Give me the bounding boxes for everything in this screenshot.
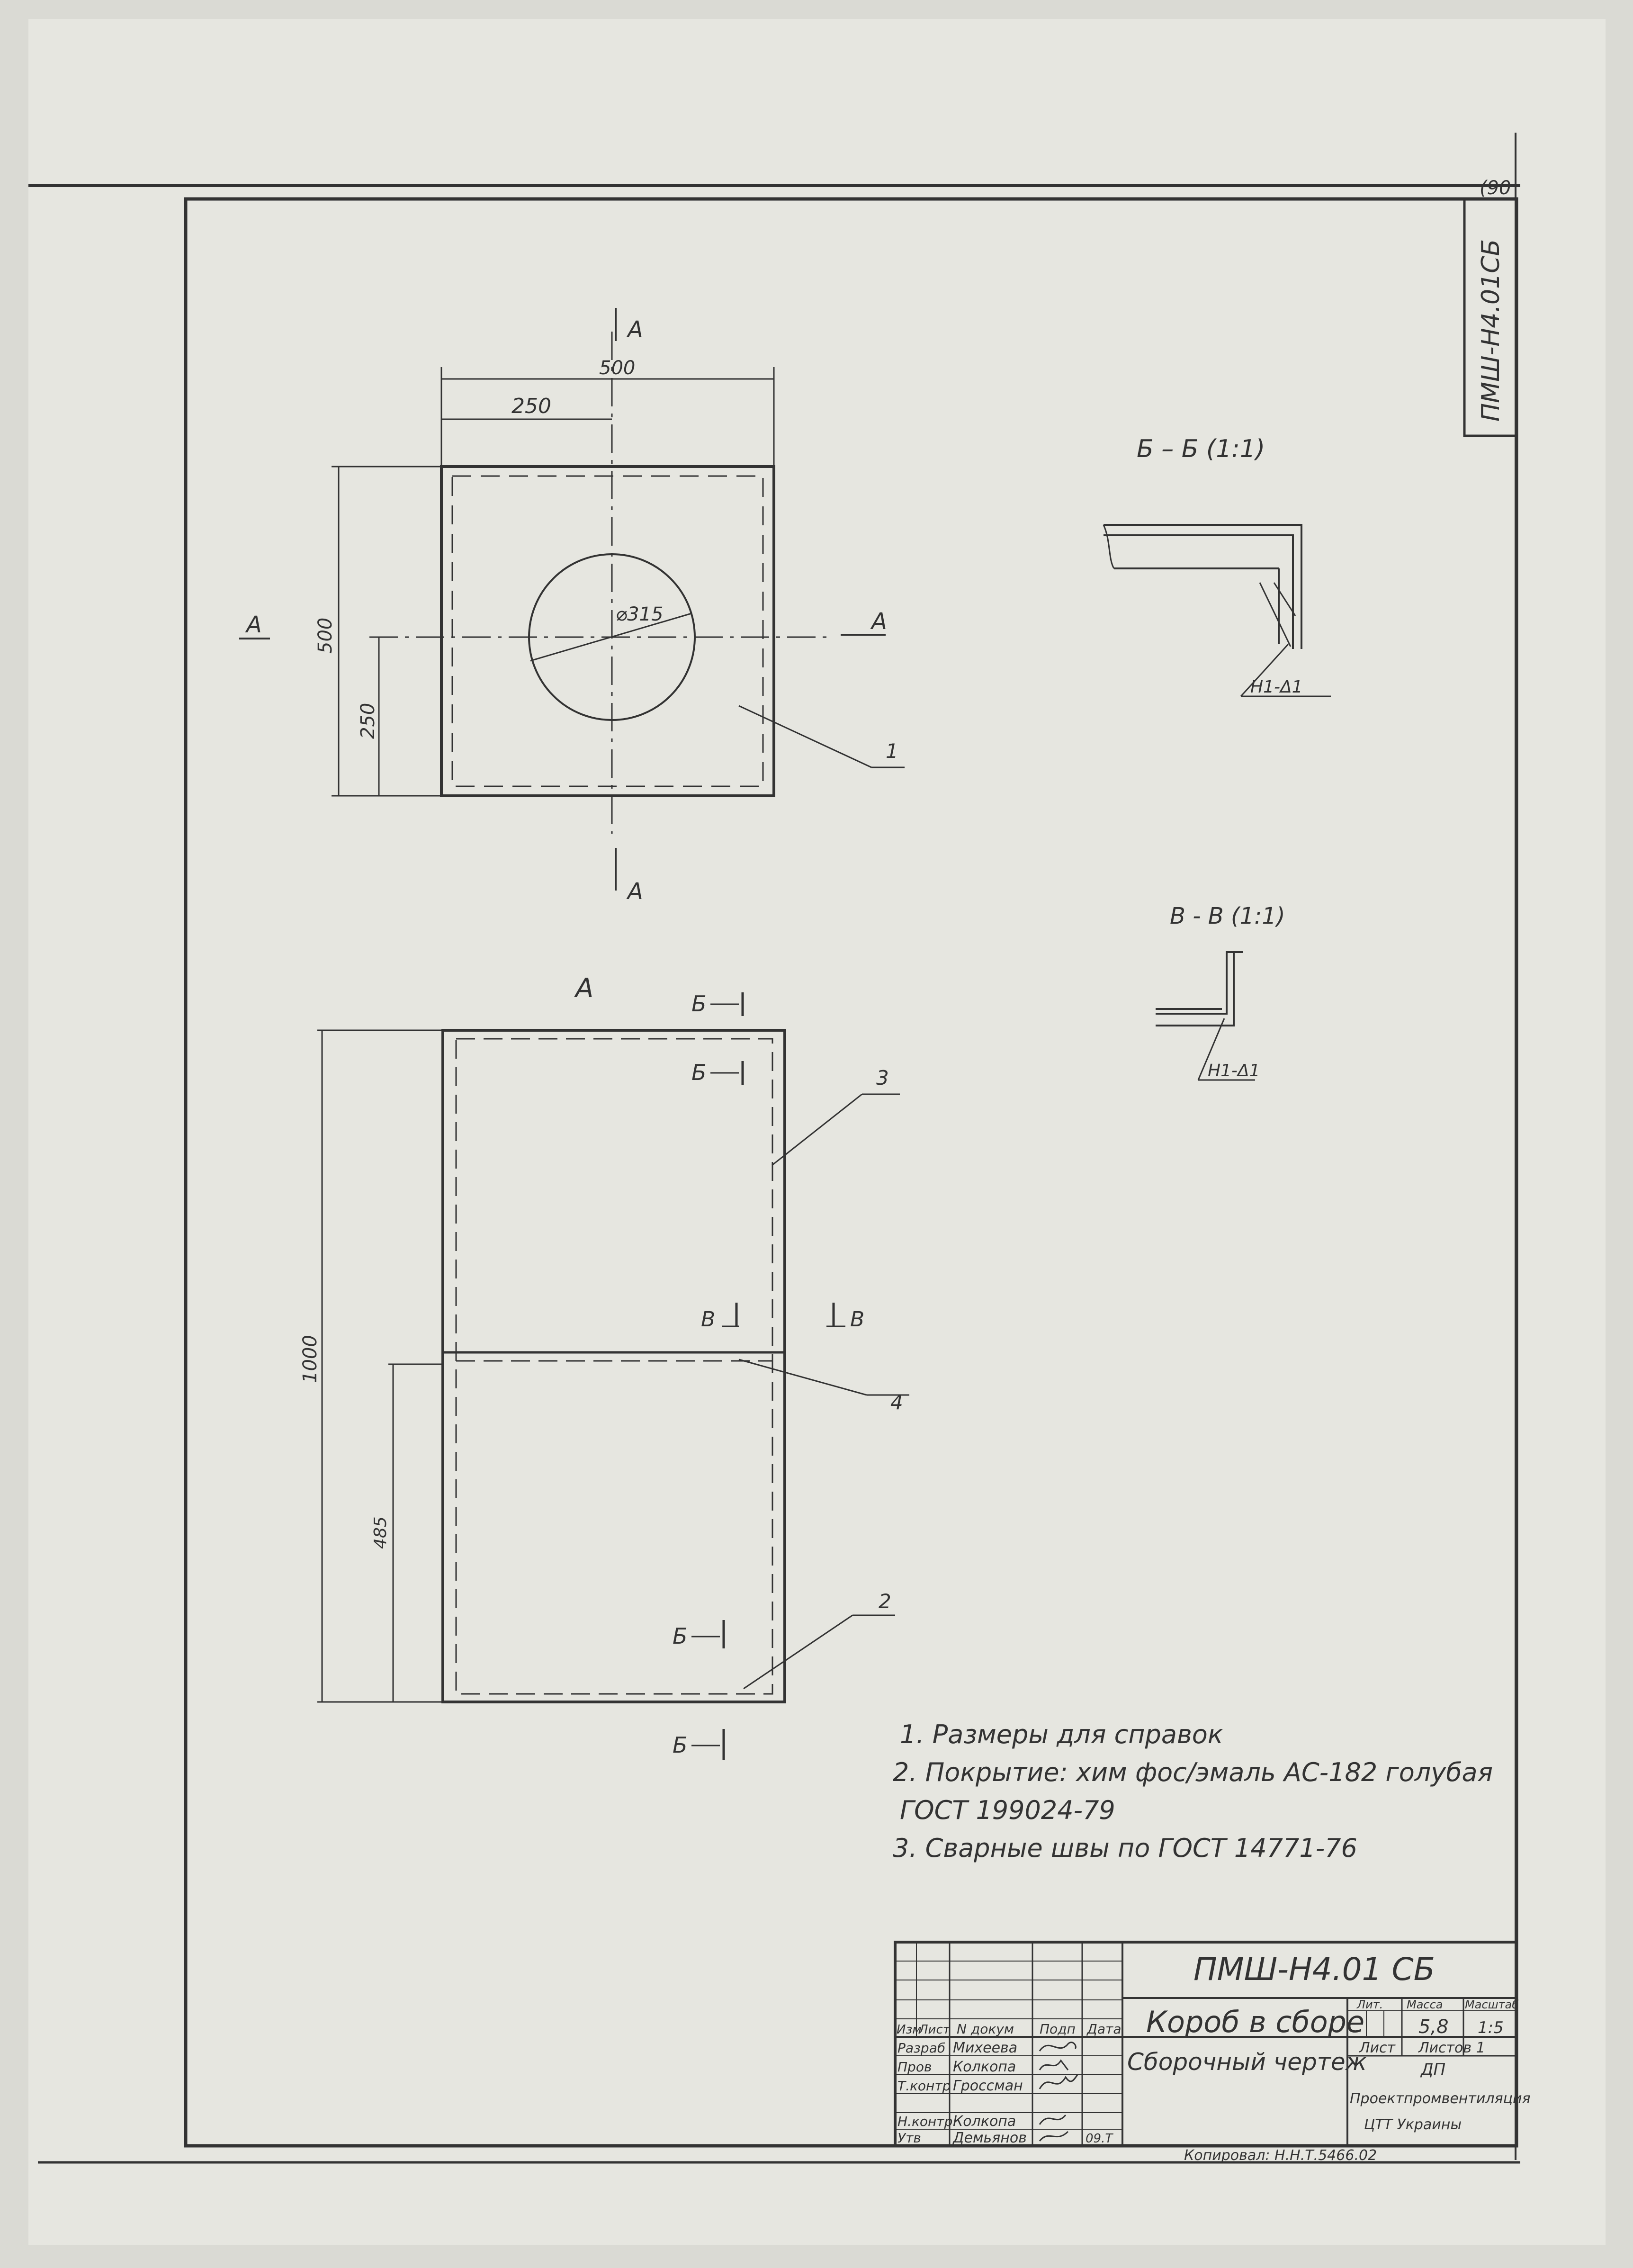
role-2: Пров [897, 2059, 932, 2075]
leader-1: 1 [886, 739, 898, 763]
cut-b-2: Б [691, 1060, 707, 1085]
org-short: ДП [1420, 2060, 1445, 2079]
col-list: Лист [918, 2023, 951, 2037]
role-1: Разраб [897, 2040, 945, 2056]
dim-height: 500 [314, 618, 336, 654]
item-subtitle: Сборочный чертеж [1127, 2048, 1367, 2076]
signature-2 [1039, 2059, 1069, 2070]
cut-b-1: Б [691, 991, 707, 1017]
signature-1 [1039, 2042, 1077, 2052]
role-3: Т.контр [897, 2078, 951, 2094]
note-2: 2. Покрытие: хим фос/эмаль АС-182 голуба… [893, 1757, 1493, 1787]
name-2: Колкопа [953, 2059, 1016, 2075]
note-2-cont: ГОСТ 199024-79 [900, 1795, 1115, 1825]
section-bb-weld: Н1-Δ1 [1250, 677, 1303, 697]
section-vv: В - В (1:1) Н1-Δ1 [1156, 903, 1285, 1081]
cut-a-bottom: А [626, 878, 643, 905]
cut-b-4: Б [673, 1732, 688, 1758]
technical-notes: 1. Размеры для справок 2. Покрытие: хим … [893, 1719, 1493, 1863]
note-1: 1. Размеры для справок [900, 1719, 1223, 1749]
hole-diameter: ⌀315 [616, 603, 663, 625]
name-1: Михеева [953, 2040, 1017, 2056]
role-4: Н.контр [897, 2114, 952, 2129]
org-name: Проектпромвентиляция [1350, 2090, 1531, 2107]
plan-view: ⌀315 500 250 500 250 А А А А 1 [239, 308, 905, 905]
name-5: Демьянов [952, 2130, 1027, 2146]
cut-a-right: А [870, 608, 887, 635]
item-title: Короб в сборе [1146, 2005, 1364, 2039]
section-bb-title: Б – Б (1:1) [1137, 435, 1265, 463]
sheet-number: (90 [1480, 177, 1511, 199]
col-izm: Изм [897, 2023, 922, 2037]
side-code-box: ПМШ-Н4.01СБ (90 [1463, 177, 1518, 437]
cut-b-3: Б [673, 1623, 688, 1649]
elevation-view: А 1000 485 Б Б Б Б В В 3 [299, 973, 909, 1760]
sheets-label: Листов 1 [1418, 2040, 1485, 2056]
col-sign: Подп [1040, 2021, 1076, 2037]
name-4: Колкопа [953, 2113, 1016, 2130]
org-sub: ЦТТ Украины [1364, 2116, 1462, 2133]
paper-sheet [28, 19, 1606, 2245]
cut-a-top: А [626, 316, 643, 343]
dim-half-width: 250 [511, 394, 551, 418]
signature-5 [1039, 2131, 1069, 2142]
col-doc: N докум [957, 2021, 1014, 2037]
copy-note: Копировал: Н.Н.Т.5466.02 [1184, 2147, 1377, 2164]
dim-half-height: 250 [357, 703, 379, 739]
note-3: 3. Сварные швы по ГОСТ 14771-76 [893, 1833, 1357, 1863]
drawing-frame [28, 133, 1520, 2164]
doc-code: ПМШ-Н4.01 СБ [1193, 1951, 1435, 1988]
cut-a-left: А [245, 612, 262, 638]
date-last: 09.Т [1086, 2132, 1113, 2146]
cut-v-right: В [850, 1307, 864, 1332]
dim-width: 500 [599, 357, 635, 379]
role-5: Утв [897, 2130, 921, 2146]
cut-v-left: В [701, 1307, 715, 1332]
view-a-label: А [574, 973, 593, 1004]
sheet-label: Лист [1359, 2040, 1396, 2056]
dim-lower-height: 485 [371, 1516, 390, 1549]
mass-label: Масса [1407, 1998, 1443, 2011]
section-vv-weld: Н1-Δ1 [1208, 1061, 1260, 1080]
section-vv-title: В - В (1:1) [1170, 903, 1285, 929]
leader-2: 2 [879, 1590, 891, 1613]
scale-value: 1:5 [1478, 2018, 1504, 2037]
section-bb: Б – Б (1:1) Н1-Δ1 [1103, 435, 1331, 697]
name-3: Гроссман [953, 2078, 1023, 2094]
scale-label: Масштаб [1465, 1998, 1519, 2011]
mass-value: 5,8 [1418, 2016, 1449, 2038]
signature-4 [1039, 2115, 1067, 2125]
leader-3: 3 [876, 1066, 889, 1089]
title-block: Изм Лист N докум Подп Дата Разраб Пров Т… [894, 1941, 1531, 2164]
signature-3 [1039, 2074, 1078, 2089]
side-code: ПМШ-Н4.01СБ [1477, 239, 1505, 422]
col-date: Дата [1086, 2021, 1122, 2037]
dim-total-height: 1000 [299, 1335, 321, 1383]
leader-4: 4 [890, 1391, 903, 1414]
lit-label: Лит. [1356, 1998, 1383, 2011]
